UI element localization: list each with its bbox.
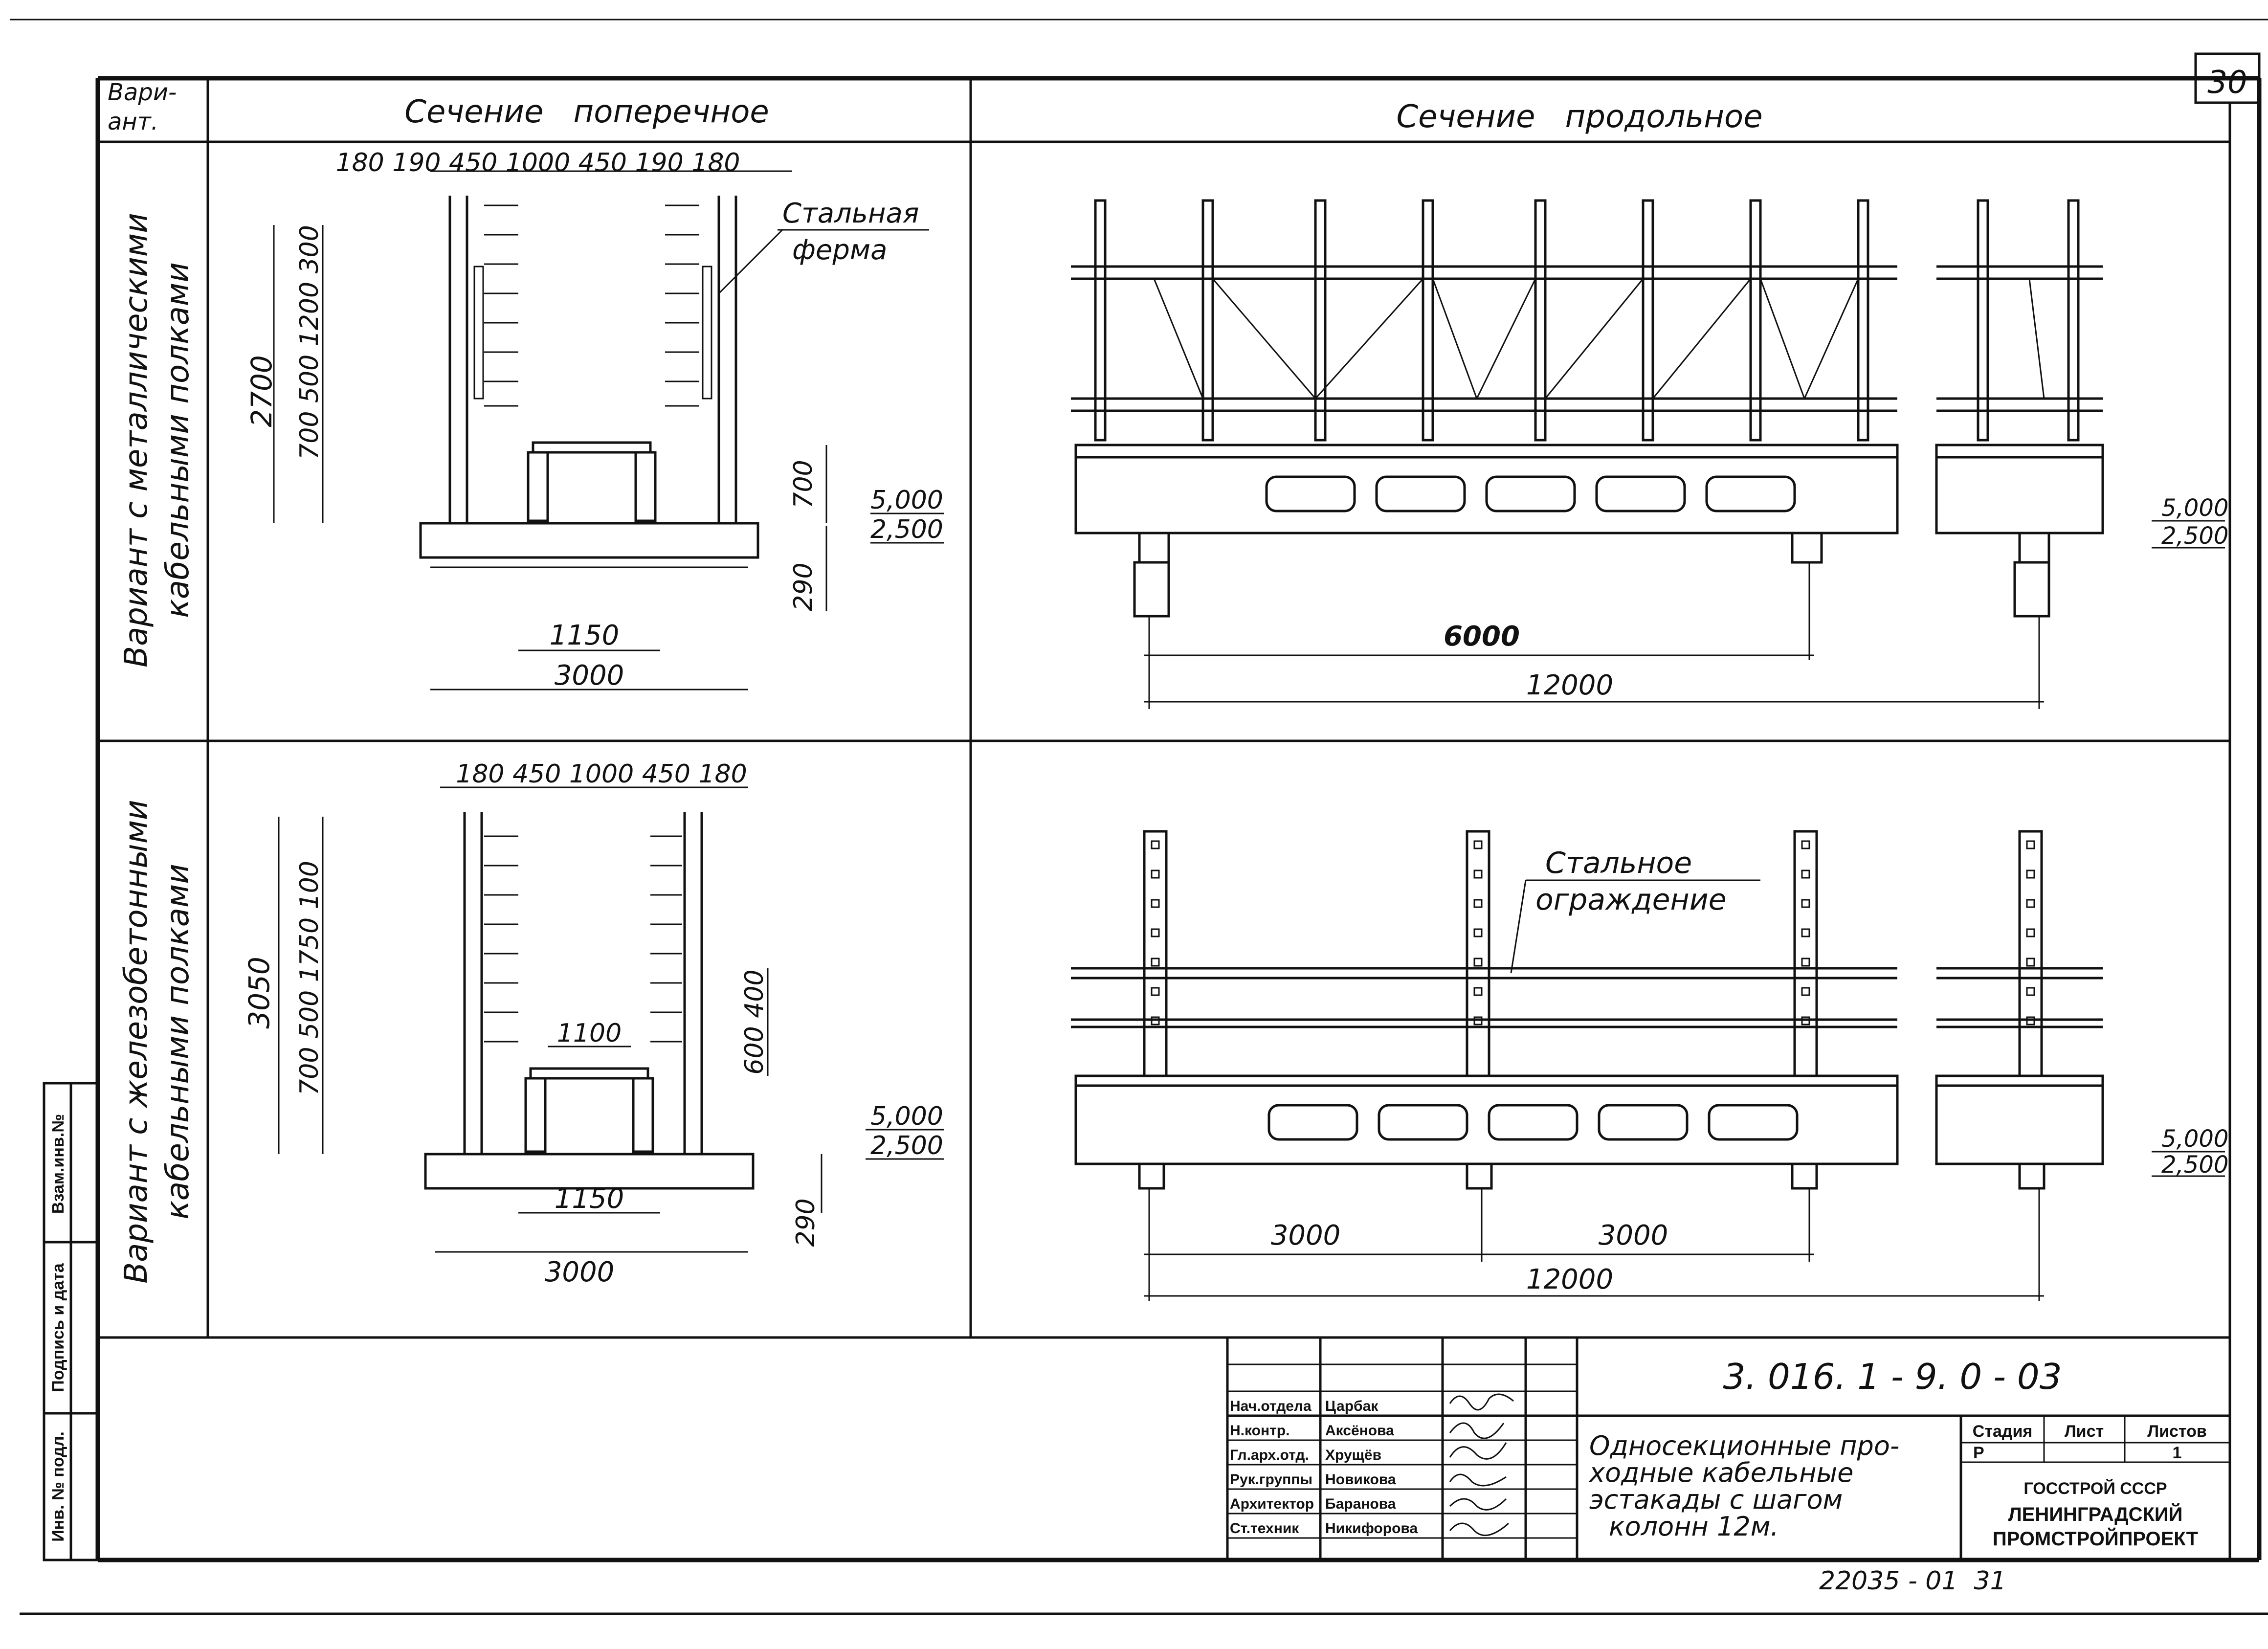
drawing-title: Односекционные про- ходные кабельные эст… (1588, 1430, 1899, 1542)
v2-cross-width-inner: 1150 (555, 1183, 624, 1215)
v2-long-span-b: 3000 (1599, 1220, 1668, 1251)
v2-cross-inner-width: 1100 (557, 1019, 622, 1048)
role-3: Рук.группы (1230, 1471, 1312, 1488)
title-line-3: колонн 12м. (1609, 1511, 1779, 1542)
variant-header-line1: Вари- (108, 79, 177, 106)
side-stamp-inv-replace: Взам.инв.№ (49, 1114, 67, 1214)
v2-railing-callout-line1: Стальное (1545, 846, 1692, 880)
v2-cross-top-dims: 180 450 1000 450 180 (456, 759, 747, 789)
v1-truss-callout: Стальная ферма (718, 198, 929, 294)
variant-1-label-line1: Вариант с металлическими (118, 213, 155, 668)
header-row: Вари- ант. Сечение поперечное Сечение пр… (108, 79, 1763, 135)
v1-cross-level-bottom: 2,500 (870, 515, 943, 544)
v1-long-levels: 5,000 2,500 (2152, 494, 2228, 550)
variant-1-label: Вариант с металлическими кабельными полк… (118, 213, 196, 668)
role-4: Архитектор (1230, 1496, 1314, 1512)
signature-roles: Нач.отдела Н.контр. Гл.арх.отд. Рук.груп… (1230, 1398, 1314, 1537)
v1-truss-callout-label: Стальная (782, 198, 919, 229)
role-2: Гл.арх.отд. (1230, 1447, 1309, 1463)
side-stamp-inv-orig: Инв. № подл. (49, 1431, 67, 1542)
v2-cross-levels: 5,000 2,500 (866, 1102, 944, 1160)
title-line-2: эстакады с шагом (1589, 1484, 1843, 1515)
v1-long-span-half: 6000 (1444, 621, 1520, 652)
v2-long-level-top: 5,000 (2161, 1125, 2228, 1153)
v2-longitudinal (1071, 830, 2104, 1301)
v2-long-span-total: 12000 (1526, 1264, 1613, 1295)
v1-cross-width-total: 3000 (555, 660, 624, 691)
v1-cross-bottom-dim: 290 (789, 562, 818, 611)
role-0: Нач.отдела (1230, 1398, 1312, 1414)
title-line-0: Односекционные про- (1589, 1430, 1899, 1461)
sheet-frame (10, 19, 2268, 1615)
doc-code: 3. 016. 1 - 9. 0 - 03 (1723, 1356, 2062, 1397)
v2-cross-width-total: 3000 (545, 1256, 615, 1288)
v2-long-span-a: 3000 (1271, 1220, 1341, 1251)
v2-cross-bottom-dim: 290 (791, 1198, 821, 1247)
name-5: Никифорова (1325, 1520, 1418, 1537)
variant-header-line2: ант. (108, 108, 158, 135)
v2-cross-left-dims: 700 500 1750 100 (295, 861, 324, 1095)
sheets-value: 1 (2173, 1444, 2182, 1462)
org-line3: ПРОМСТРОЙПРОЕКТ (1993, 1527, 2198, 1550)
cross-section-header: Сечение поперечное (404, 94, 769, 130)
side-stamp: Инв. № подл. Подпись и дата Взам.инв.№ (43, 1082, 99, 1561)
v1-long-level-bottom: 2,500 (2161, 522, 2228, 550)
v1-cross-left-dims: 700 500 1200 300 (295, 225, 324, 460)
variant-2-label-line2: кабельными полками (160, 864, 196, 1220)
v2-cross-right-dims: 600 400 (740, 969, 769, 1074)
name-4: Баранова (1325, 1496, 1396, 1512)
title-line-1: ходные кабельные (1588, 1457, 1853, 1488)
v1-cross-levels: 5,000 2,500 (870, 486, 944, 544)
name-3: Новикова (1325, 1471, 1396, 1488)
v2-railing-callout: Стальное ограждение (1510, 846, 1760, 974)
v1-truss-callout-label-2: ферма (792, 234, 887, 266)
v1-cross-section (273, 170, 827, 691)
name-2: Хрущёв (1325, 1447, 1381, 1463)
v1-cross-left-total: 2700 (245, 355, 278, 427)
v1-cross-level-top: 5,000 (870, 486, 943, 515)
v2-cross-section (278, 786, 823, 1253)
stage-label: Стадия (1973, 1422, 2032, 1441)
v2-cross-left-total: 3050 (243, 957, 276, 1029)
organization: ГОССТРОЙ СССР ЛЕНИНГРАДСКИЙ ПРОМСТРОЙПРО… (1993, 1479, 2198, 1550)
org-line1: ГОССТРОЙ СССР (2023, 1479, 2167, 1498)
org-line2: ЛЕНИНГРАДСКИЙ (2008, 1503, 2183, 1525)
v2-long-level-bottom: 2,500 (2161, 1151, 2228, 1179)
v2-cross-level-top: 5,000 (870, 1102, 943, 1131)
sheet-number: 30 (2207, 65, 2247, 101)
variant-1-label-line2: кабельными полками (160, 262, 196, 618)
longitudinal-section-header: Сечение продольное (1396, 99, 1762, 135)
v1-long-level-top: 5,000 (2161, 494, 2228, 522)
stage-table: Стадия Лист Листов Р 1 (1973, 1422, 2207, 1462)
v1-longitudinal (1071, 199, 2104, 709)
sheet-label: Лист (2065, 1422, 2104, 1441)
side-stamp-sign-date: Подпись и дата (49, 1263, 67, 1392)
sheets-label: Листов (2147, 1422, 2207, 1441)
v1-cross-top-dims: 180 190 450 1000 450 190 180 (335, 148, 740, 178)
signature-scribbles (1449, 1393, 1514, 1537)
name-1: Аксёнова (1325, 1423, 1394, 1439)
v2-railing-callout-line2: ограждение (1535, 883, 1727, 917)
stage-value: Р (1973, 1444, 1984, 1462)
v2-long-levels: 5,000 2,500 (2152, 1125, 2228, 1179)
variant-2-label-line1: Вариант с железобетонными (118, 800, 155, 1283)
v1-cross-width-inner: 1150 (550, 620, 620, 651)
signature-names: Царбак Аксёнова Хрущёв Новикова Баранова… (1325, 1398, 1418, 1537)
role-5: Ст.техник (1230, 1520, 1299, 1537)
v2-cross-level-bottom: 2,500 (870, 1131, 943, 1160)
sheet-number-box: 30 (2194, 52, 2261, 104)
title-block (1226, 1337, 2230, 1560)
name-0: Царбак (1325, 1398, 1379, 1414)
archive-number: 22035 - 01 31 (1819, 1566, 2006, 1596)
main-grid (98, 78, 2231, 1560)
v1-long-span-total: 12000 (1526, 669, 1613, 701)
role-1: Н.контр. (1230, 1423, 1290, 1439)
v1-cross-right-dim: 700 (789, 460, 818, 508)
variant-2-label: Вариант с железобетонными кабельными пол… (118, 800, 196, 1283)
